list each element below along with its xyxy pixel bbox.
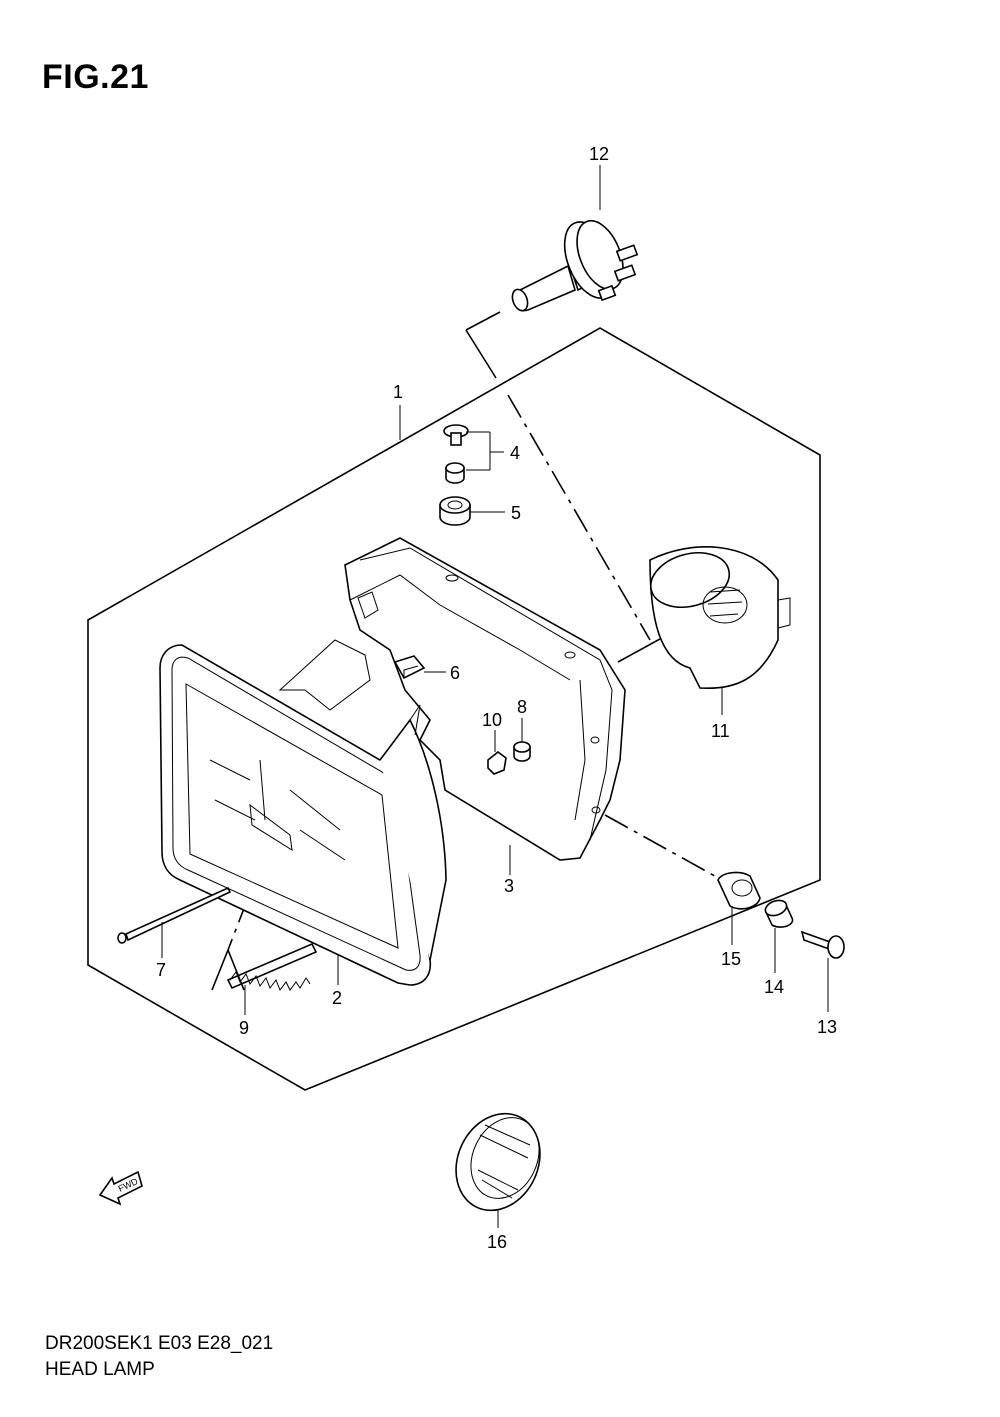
callout-2: 2 (332, 988, 342, 1008)
callout-15: 15 (721, 949, 741, 969)
callout-6: 6 (450, 663, 460, 683)
collar-part-8 (513, 741, 531, 762)
nut-part-10 (487, 750, 507, 775)
callout-13: 13 (817, 1017, 837, 1037)
callout-14: 14 (764, 977, 784, 997)
callout-5: 5 (511, 503, 521, 523)
callout-9: 9 (239, 1018, 249, 1038)
callout-labels: 1 2 3 4 5 6 7 8 9 10 11 12 13 14 15 16 (156, 144, 837, 1252)
callout-1: 1 (393, 382, 403, 402)
bolt-part-13 (800, 930, 845, 959)
reflector-part-16 (455, 1112, 541, 1212)
callout-11: 11 (711, 721, 730, 741)
socket-cover-part-11 (649, 546, 791, 690)
bulb-part-12 (511, 219, 639, 312)
section-name: HEAD LAMP (45, 1359, 155, 1380)
lens-part-2 (159, 639, 447, 986)
nut-part-6 (393, 655, 426, 680)
housing-part-3 (344, 537, 626, 861)
model-code: DR200SEK1 E03 E28_021 (45, 1333, 274, 1354)
callout-10: 10 (482, 710, 502, 730)
figure-title: FIG.21 (42, 58, 149, 96)
leader-lines (161, 165, 829, 1228)
screw-part-7 (117, 886, 232, 944)
callout-16: 16 (487, 1232, 507, 1252)
clip-part-15 (717, 871, 761, 910)
grommet-part-5 (439, 496, 471, 526)
callout-7: 7 (156, 960, 166, 980)
callout-8: 8 (517, 697, 527, 717)
fwd-arrow-icon: FWD (98, 1170, 143, 1206)
spring-part-9 (226, 942, 318, 992)
callout-12: 12 (589, 144, 609, 164)
callout-3: 3 (504, 876, 514, 896)
callout-4: 4 (510, 443, 520, 463)
collar-part-14 (764, 899, 794, 928)
screw-part-4 (443, 424, 469, 484)
guide-lines (211, 311, 723, 991)
assembly-boundary (87, 327, 821, 1091)
